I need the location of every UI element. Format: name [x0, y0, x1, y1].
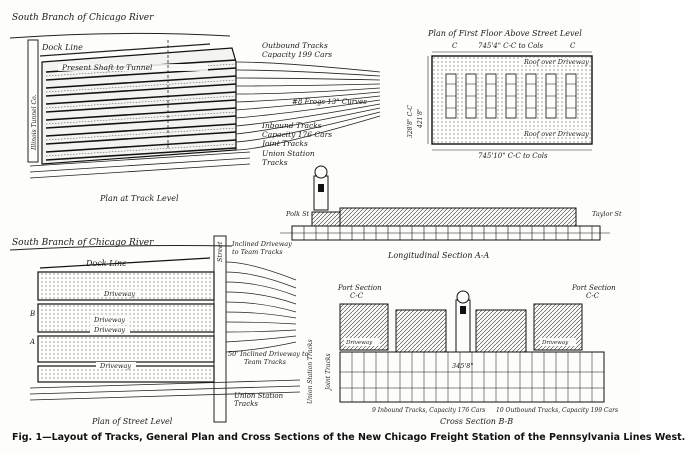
plan-first-floor: Plan of First Floor Above Street Level C… — [407, 29, 593, 160]
incline-b-label: 50' Inclined Driveway to — [228, 350, 309, 358]
outbound-capacity-label: Capacity 199 Cars — [262, 50, 332, 59]
driveway-2-label: Driveway — [93, 316, 125, 324]
river-bank-line — [9, 32, 231, 39]
polk-st-label: Polk St — [285, 210, 310, 218]
incline-label: Inclined Driveway — [231, 240, 292, 248]
driveway-3-label: Driveway — [93, 326, 125, 334]
driveway-1-label: Driveway — [103, 290, 135, 298]
street-label: Street — [216, 241, 224, 262]
cross-section-title: Cross Section B-B — [440, 417, 513, 426]
driveway-4-label: Driveway — [99, 362, 131, 370]
dock-line-label: Dock Line — [41, 43, 83, 52]
figure: { "caption": "Fig. 1\u2014Layout of Trac… — [9, 13, 685, 443]
incline-b-team-label: Team Tracks — [244, 358, 287, 366]
inbound-label: Inbound Tracks — [261, 121, 322, 130]
ramp-steps — [446, 83, 576, 109]
block-1 — [37, 271, 215, 301]
first-floor-dim-left: 421'8" — [417, 108, 424, 129]
port-section-right-cc: C-C — [586, 292, 600, 300]
outbound-cross-label: 10 Outbound Tracks, Capacity 199 Cars — [496, 407, 618, 414]
outbound-label: Outbound Tracks — [262, 41, 328, 50]
union-station-tracks — [29, 151, 251, 179]
section-a-mark: A — [29, 338, 35, 346]
inbound-capacity-label: Capacity 176 Cars — [262, 130, 332, 139]
section-c-mark-top: C — [452, 42, 458, 50]
union-station-cross: Union Station Tracks — [307, 339, 314, 404]
longitudinal-section: Polk St Taylor St Longitudinal Section A… — [280, 165, 622, 260]
tunnel-label: Illinois Tunnel Co. — [31, 94, 38, 151]
union-station-label-street: Union Station — [234, 392, 284, 400]
joint-tracks-label: Joint Tracks — [260, 139, 308, 148]
driveway-right-label: Driveway — [541, 340, 569, 346]
building-right — [475, 309, 527, 353]
figure-caption: Fig. 1—Layout of Tracks, General Plan an… — [12, 432, 685, 443]
union-station-label: Union Station — [262, 149, 315, 158]
river-label: South Branch of Chicago River — [12, 13, 154, 23]
shaft-label: Present Shaft to Tunnel — [61, 63, 153, 72]
union-tracks-street — [29, 379, 301, 401]
yard-tracks — [45, 59, 237, 161]
plan-at-track-level: South Branch of Chicago River Dock Line … — [9, 13, 381, 203]
dock-line-label-street: Dock Line — [85, 259, 127, 268]
first-floor-title: Plan of First Floor Above Street Level — [427, 29, 582, 38]
plan-street-title: Plan of Street Level — [91, 417, 173, 426]
upper-floors — [339, 207, 577, 227]
building-left — [395, 309, 447, 353]
clock-tower — [313, 175, 329, 211]
longitudinal-title: Longitudinal Section A-A — [387, 251, 489, 260]
outbound-track-fan — [235, 61, 381, 151]
union-station-tracks-label-street: Tracks — [234, 400, 258, 408]
street-track-fan — [225, 261, 297, 353]
first-floor-dim-top: 745'4" C-C to Cols — [478, 42, 544, 50]
drawing-sheet: South Branch of Chicago River Dock Line … — [9, 13, 622, 426]
river-label-street: South Branch of Chicago River — [12, 238, 154, 248]
section-b-mark: B — [29, 310, 35, 318]
section-c-mark-top-right: C — [570, 42, 576, 50]
union-station-tracks-label: Tracks — [262, 158, 288, 167]
port-section-left: Port Section — [337, 284, 382, 292]
tunnel-street — [27, 39, 39, 163]
driveway-left-label: Driveway — [345, 340, 373, 346]
roof-driveway-top: Roof over Driveway — [523, 58, 589, 66]
first-floor-dim-left2: 328'8" C-C — [407, 105, 414, 138]
cross-section: Port Section C-C Port Section C-C Drivew… — [307, 284, 618, 426]
roof-driveway-bottom: Roof over Driveway — [523, 130, 589, 138]
port-section-left-cc: C-C — [350, 292, 364, 300]
incline-team-label: to Team Tracks — [232, 248, 283, 256]
port-section-right: Port Section — [571, 284, 616, 292]
tower-dome — [314, 165, 328, 179]
joint-tracks-cross: Joint Tracks — [325, 353, 332, 392]
frogs-label: #8 Frogs 13° Curves — [292, 98, 367, 106]
plan-track-title: Plan at Track Level — [99, 194, 179, 203]
cross-dim-label: 345'8" — [452, 362, 473, 370]
inbound-cross-label: 9 Inbound Tracks, Capacity 176 Cars — [372, 407, 485, 414]
taylor-st-label: Taylor St — [592, 210, 622, 218]
block-3 — [37, 335, 215, 363]
plan-street-level: South Branch of Chicago River Street Inc… — [9, 235, 309, 426]
track-level-columns — [351, 352, 593, 402]
dock-line — [39, 43, 211, 57]
first-floor-dim-bottom: 745'10" C-C to Cols — [478, 152, 548, 160]
